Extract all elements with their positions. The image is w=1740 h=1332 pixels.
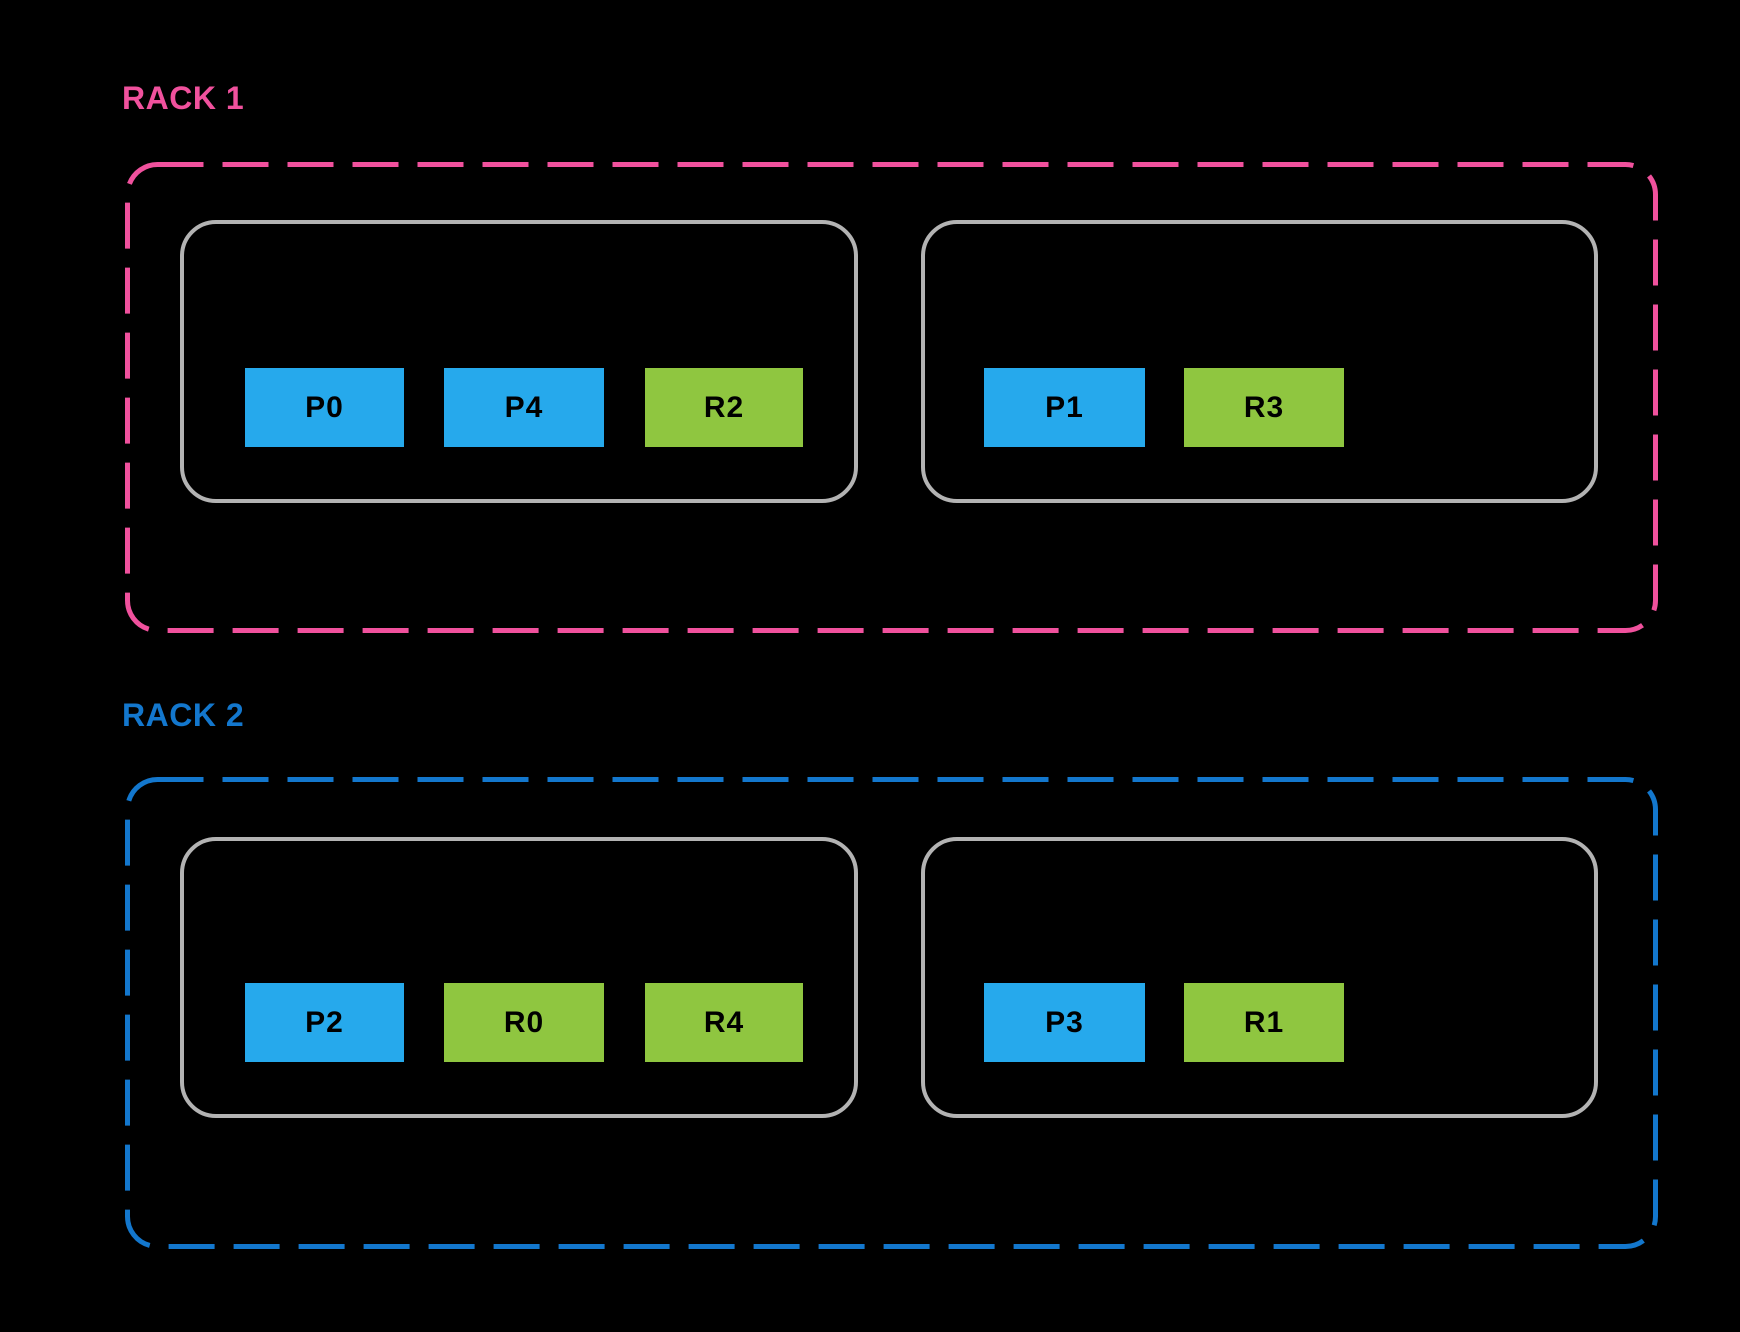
shard-box-r2: R2 (645, 368, 803, 447)
shard-box-p2: P2 (245, 983, 404, 1062)
rack-1-group: P0 P4 R2 P1 R3 (125, 162, 1658, 633)
rack-1-dashed-boundary (125, 162, 1658, 633)
host-node-1: P0 P4 R2 (180, 220, 858, 503)
host-node-2: P1 R3 (921, 220, 1598, 503)
rack-1-label: RACK 1 (122, 80, 245, 116)
shard-box-p0: P0 (245, 368, 404, 447)
rack-2-group: P2 R0 R4 P3 R1 (125, 777, 1658, 1249)
shard-box-r3: R3 (1184, 368, 1344, 447)
host-node-4: P3 R1 (921, 837, 1598, 1118)
shard-box-p1: P1 (984, 368, 1145, 447)
rack-1-boundary-rect (125, 162, 1658, 633)
shard-box-r1: R1 (1184, 983, 1344, 1062)
shard-box-p3: P3 (984, 983, 1145, 1062)
shard-box-r4: R4 (645, 983, 803, 1062)
shard-box-r0: R0 (444, 983, 604, 1062)
shard-box-p4: P4 (444, 368, 604, 447)
rack-2-dashed-boundary (125, 777, 1658, 1249)
host-node-3: P2 R0 R4 (180, 837, 858, 1118)
rack-2-label: RACK 2 (122, 697, 245, 733)
rack-2-boundary-rect (125, 777, 1658, 1249)
